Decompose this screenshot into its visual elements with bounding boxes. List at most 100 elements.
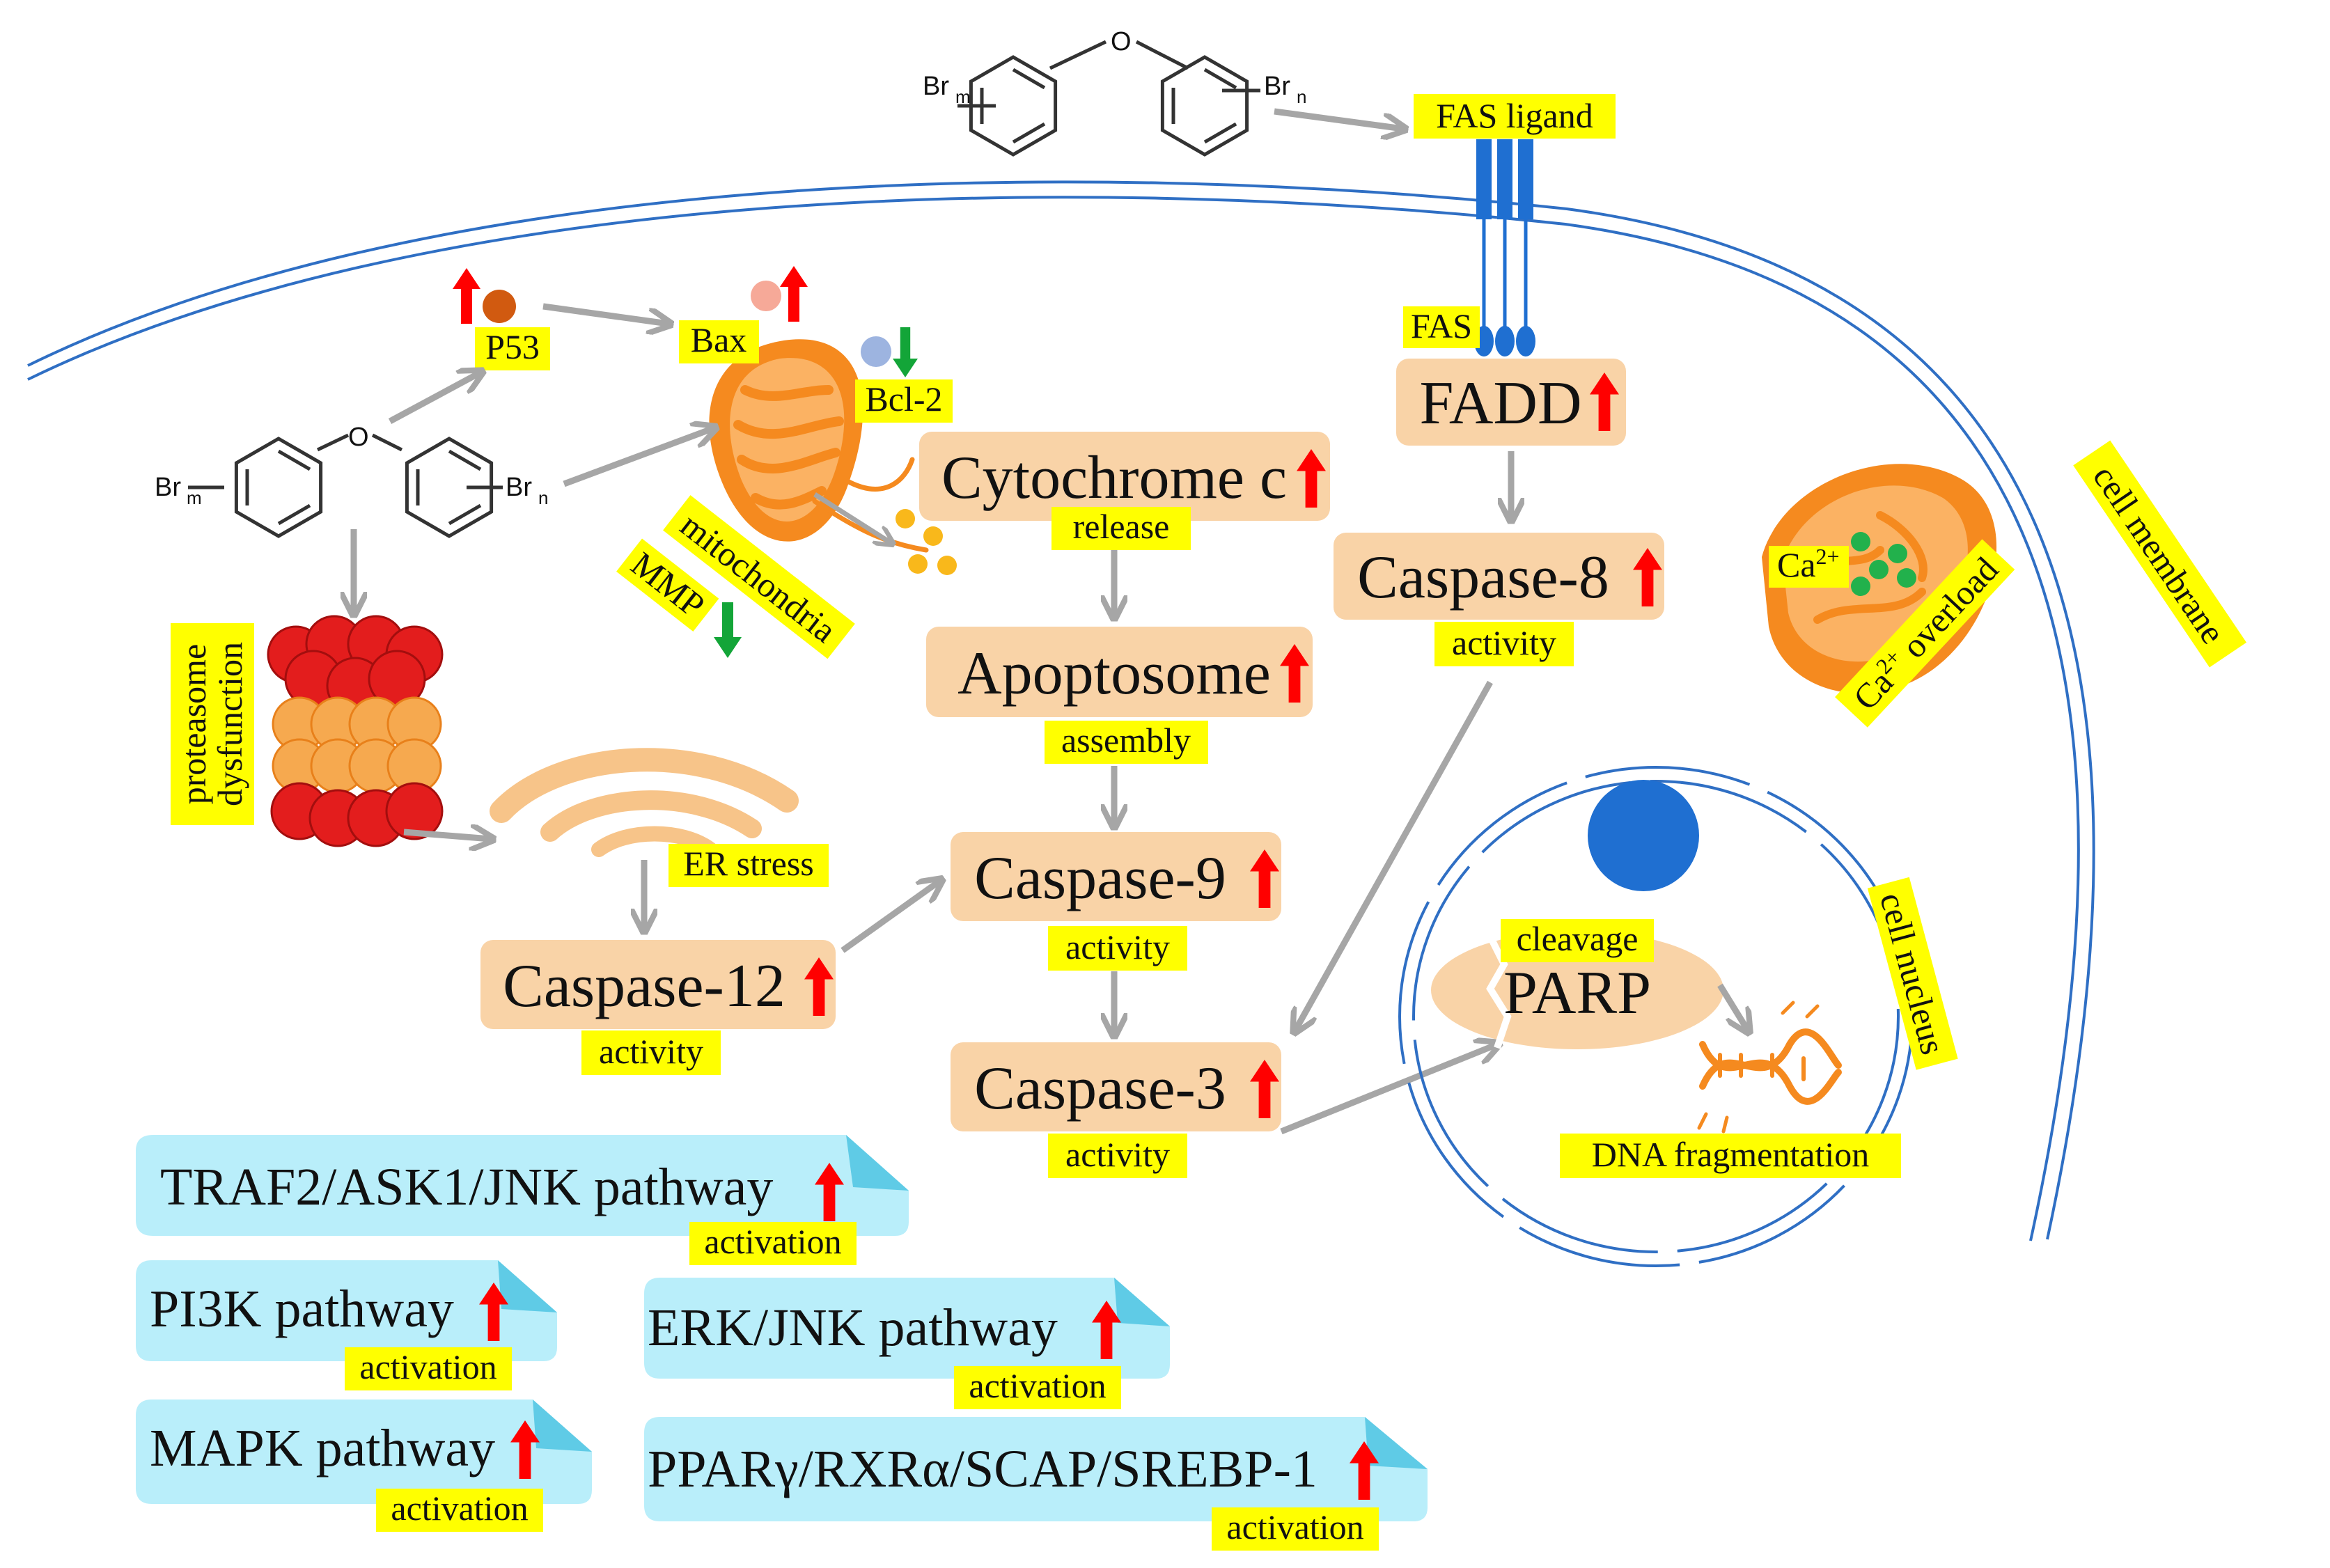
cell-membrane-label: cell membrane bbox=[2073, 440, 2247, 668]
caspase3-status: activity bbox=[1048, 1134, 1187, 1178]
nucleolus bbox=[1588, 780, 1699, 891]
arrow-mito-release bbox=[813, 492, 891, 543]
er-stress-label: ER stress bbox=[668, 844, 829, 887]
cytochrome-release-dots bbox=[896, 509, 957, 575]
svg-text:activation: activation bbox=[359, 1347, 497, 1386]
svg-text:Br: Br bbox=[506, 473, 532, 502]
svg-text:activation: activation bbox=[391, 1489, 528, 1528]
svg-text:n: n bbox=[538, 487, 548, 508]
svg-text:Ca2+: Ca2+ bbox=[1777, 544, 1840, 584]
arrow-pbde-to-fas-ligand bbox=[1274, 108, 1403, 129]
svg-text:dysfunction: dysfunction bbox=[210, 642, 249, 806]
svg-text:O: O bbox=[348, 423, 369, 452]
arrow-pbde-to-p53 bbox=[388, 373, 480, 424]
svg-text:Caspase-3: Caspase-3 bbox=[974, 1055, 1226, 1122]
svg-text:DNA fragmentation: DNA fragmentation bbox=[1592, 1135, 1870, 1174]
svg-text:Br: Br bbox=[923, 72, 949, 101]
p53-label: P53 bbox=[475, 327, 550, 370]
svg-text:FAS ligand: FAS ligand bbox=[1436, 96, 1593, 135]
svg-text:activation: activation bbox=[969, 1366, 1106, 1405]
p53-protein bbox=[453, 268, 516, 324]
up-arrow-icon bbox=[453, 268, 480, 324]
fadd-box: FADD bbox=[1396, 359, 1626, 446]
caspase12-status: activity bbox=[581, 1030, 721, 1075]
svg-text:FAS: FAS bbox=[1411, 306, 1472, 345]
bax-protein bbox=[751, 266, 808, 322]
svg-text:activity: activity bbox=[599, 1032, 703, 1071]
pathway-mapk: MAPK pathway activation bbox=[136, 1400, 592, 1532]
svg-text:Caspase-9: Caspase-9 bbox=[974, 845, 1226, 912]
arrow-caspase3-to-parp bbox=[1280, 1044, 1497, 1135]
arrow-parp-to-dna bbox=[1717, 983, 1748, 1030]
pathway-erk: ERK/JNK pathway activation bbox=[644, 1278, 1170, 1409]
svg-text:Br: Br bbox=[155, 473, 181, 502]
fas-label: FAS bbox=[1403, 306, 1480, 348]
pathway-ppar: PPARγ/RXRα/SCAP/SREBP-1 activation bbox=[644, 1417, 1428, 1551]
arrow-caspase12-to-caspase9 bbox=[840, 881, 940, 953]
svg-text:Apoptosome: Apoptosome bbox=[957, 640, 1271, 707]
svg-text:TRAF2/ASK1/JNK pathway: TRAF2/ASK1/JNK pathway bbox=[160, 1158, 773, 1216]
cell-nucleus-label: cell nucleus bbox=[1867, 877, 1958, 1070]
svg-text:activity: activity bbox=[1065, 1135, 1170, 1174]
arrow-caspase8-to-caspase3 bbox=[1295, 680, 1493, 1030]
er-icon bbox=[490, 748, 799, 857]
svg-text:ER stress: ER stress bbox=[683, 844, 814, 883]
svg-text:MAPK pathway: MAPK pathway bbox=[150, 1419, 495, 1477]
svg-text:PI3K pathway: PI3K pathway bbox=[150, 1280, 454, 1338]
pathway-traf2: TRAF2/ASK1/JNK pathway activation bbox=[136, 1135, 909, 1265]
caspase9-box: Caspase-9 bbox=[951, 832, 1281, 921]
svg-text:O: O bbox=[1111, 27, 1132, 56]
svg-text:ERK/JNK pathway: ERK/JNK pathway bbox=[648, 1299, 1058, 1357]
up-arrow-icon bbox=[780, 266, 808, 322]
caspase8-box: Caspase-8 bbox=[1334, 533, 1664, 620]
pbde-molecule-top: O Br m Br n bbox=[923, 27, 1306, 155]
apoptosome-status: assembly bbox=[1045, 721, 1208, 764]
dna-fragment-icon bbox=[1697, 1001, 1842, 1134]
cell-membrane bbox=[27, 180, 2095, 1241]
svg-text:activation: activation bbox=[1226, 1507, 1363, 1546]
caspase9-status: activity bbox=[1048, 926, 1187, 971]
svg-text:release: release bbox=[1073, 507, 1170, 546]
caspase3-box: Caspase-3 bbox=[951, 1042, 1281, 1131]
svg-text:P53: P53 bbox=[485, 327, 540, 366]
svg-text:activity: activity bbox=[1065, 927, 1170, 966]
svg-text:Bax: Bax bbox=[691, 320, 747, 359]
svg-text:Cytochrome c: Cytochrome c bbox=[941, 444, 1287, 512]
down-arrow-icon bbox=[893, 327, 918, 377]
svg-text:assembly: assembly bbox=[1061, 721, 1191, 760]
down-arrow-icon bbox=[714, 602, 742, 658]
cytochrome-status: release bbox=[1051, 507, 1191, 550]
svg-text:m: m bbox=[187, 487, 202, 508]
svg-text:Bcl-2: Bcl-2 bbox=[865, 379, 942, 418]
pbde-molecule-left: O Br m Br n bbox=[155, 423, 548, 536]
arrow-proteasome-to-er bbox=[403, 832, 491, 839]
svg-text:Caspase-8: Caspase-8 bbox=[1357, 544, 1609, 611]
svg-text:Br: Br bbox=[1264, 72, 1290, 101]
calcium-ion-label: Ca2+ bbox=[1769, 544, 1849, 588]
dna-fragmentation-label: DNA fragmentation bbox=[1560, 1134, 1901, 1178]
caspase8-status: activity bbox=[1434, 622, 1574, 666]
apoptosome-box: Apoptosome bbox=[926, 627, 1313, 717]
mitochondrion-main bbox=[709, 339, 929, 553]
svg-text:Caspase-12: Caspase-12 bbox=[503, 952, 785, 1020]
svg-text:activity: activity bbox=[1452, 623, 1556, 662]
svg-text:n: n bbox=[1297, 86, 1306, 107]
proteasome-icon bbox=[267, 615, 444, 847]
arrow-p53-to-bax bbox=[542, 303, 668, 324]
caspase12-box: Caspase-12 bbox=[480, 940, 836, 1029]
svg-text:cell nucleus: cell nucleus bbox=[1872, 888, 1953, 1058]
proteasome-dysfunction-label: proteasome dysfunction bbox=[171, 623, 254, 825]
bcl2-protein bbox=[861, 327, 918, 377]
cytochrome-box: Cytochrome c bbox=[919, 432, 1330, 521]
cleavage-label: cleavage bbox=[1501, 919, 1654, 962]
bcl2-label: Bcl-2 bbox=[855, 379, 953, 423]
svg-text:cell membrane: cell membrane bbox=[2086, 458, 2233, 650]
svg-text:PARP: PARP bbox=[1503, 959, 1651, 1027]
calcium-dots bbox=[1851, 532, 1916, 596]
arrow-pbde-to-mitochondria bbox=[563, 428, 714, 487]
bax-label: Bax bbox=[679, 320, 759, 363]
svg-text:FADD: FADD bbox=[1419, 370, 1581, 437]
pathway-pi3k: PI3K pathway activation bbox=[136, 1260, 557, 1390]
fas-receptor bbox=[1474, 139, 1535, 356]
